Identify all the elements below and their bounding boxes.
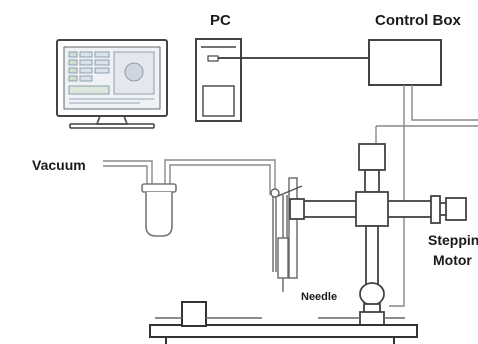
base-plate (149, 301, 418, 344)
pc-tower-icon (195, 38, 242, 122)
control-box (368, 39, 442, 86)
needle-assembly (270, 177, 303, 292)
pc-label: PC (210, 12, 231, 29)
stepping-motor-label-line2: Motor (433, 252, 472, 268)
vacuum-flask (141, 183, 177, 237)
vacuum-tubing (103, 159, 276, 195)
vertical-column (355, 143, 389, 327)
monitor-icon (56, 39, 168, 129)
control-wires (375, 85, 478, 307)
stepping-motor-label-line1: Steppin (428, 232, 478, 248)
vacuum-label: Vacuum (32, 157, 86, 173)
control-box-label: Control Box (375, 12, 461, 29)
needle-label: Needle (301, 291, 338, 303)
